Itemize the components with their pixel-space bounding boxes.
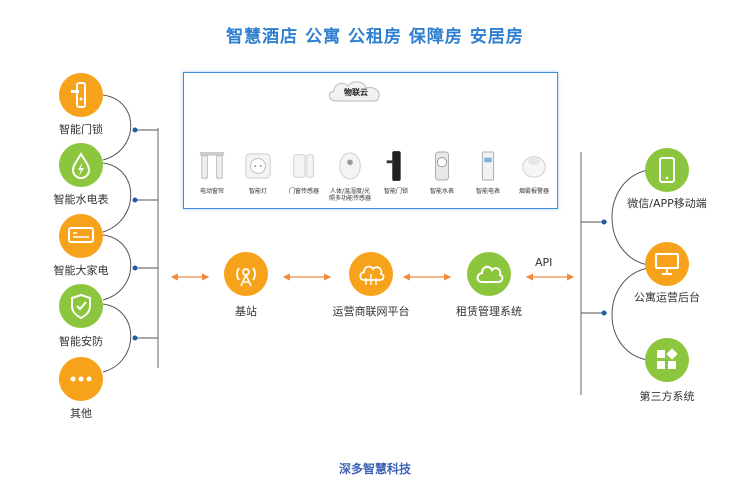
- cloud-device: 智能灯: [235, 148, 281, 195]
- left-device-lock: [59, 73, 103, 117]
- right-label: 微信/APP移动端: [627, 197, 707, 210]
- footer-brand: 深多智慧科技: [338, 462, 411, 476]
- cloud-network-icon: [349, 252, 393, 296]
- left-device-label: 其他: [70, 407, 92, 420]
- cloud-label: 物联云: [344, 88, 368, 97]
- left-device-label: 智能水电表: [53, 193, 109, 206]
- shield-icon: [59, 284, 103, 328]
- multi-sensor-icon: [336, 148, 364, 184]
- more-icon: [59, 357, 103, 401]
- curtain-icon: [198, 148, 226, 184]
- center-node-rental-system: [467, 252, 511, 296]
- right-label: 公寓运营后台: [634, 291, 700, 304]
- left-device-meter: [59, 143, 103, 187]
- right-stubs: [581, 221, 607, 314]
- cloud-device: 烟雾报警器: [511, 148, 557, 195]
- antenna-icon: [224, 252, 268, 296]
- right-node-mobile: [645, 148, 689, 192]
- right-dots: [601, 219, 607, 316]
- left-stubs: [133, 129, 158, 339]
- center-label: 运营商联网平台: [332, 305, 410, 318]
- center-node-base-station: [224, 252, 268, 296]
- door-lock-icon: [382, 148, 410, 184]
- light-socket-icon: [244, 148, 272, 184]
- monitor-icon: [645, 242, 689, 286]
- cloud-device: 智能电表: [465, 148, 511, 195]
- water-drop-icon: [59, 143, 103, 187]
- right-node-backend: [645, 242, 689, 286]
- api-label: API: [535, 256, 553, 269]
- water-meter-icon: [428, 148, 456, 184]
- right-node-third-party: [645, 338, 689, 382]
- left-device-label: 智能门锁: [59, 123, 103, 136]
- center-label: 租赁管理系统: [456, 305, 522, 318]
- left-device-security: [59, 284, 103, 328]
- left-device-label: 智能安防: [59, 335, 103, 348]
- air-conditioner-icon: [59, 214, 103, 258]
- electric-meter-icon: [474, 148, 502, 184]
- cloud-device: 智能水表: [419, 148, 465, 195]
- cloud-device: 门窗传感器: [281, 148, 327, 195]
- left-device-label: 智能大家电: [53, 264, 109, 277]
- cloud-device: 电动窗帘: [189, 148, 235, 195]
- apps-icon: [645, 338, 689, 382]
- cloud-device: 人体/温湿度/光照多功能传感器: [327, 148, 373, 202]
- phone-icon: [645, 148, 689, 192]
- left-device-other: [59, 357, 103, 401]
- cloud-icon: [328, 81, 380, 102]
- page-title: 智慧酒店 公寓 公租房 保障房 安居房: [226, 27, 524, 47]
- left-curves: [102, 94, 132, 373]
- smoke-alarm-icon: [520, 148, 548, 184]
- center-node-carrier-platform: [349, 252, 393, 296]
- left-dots: [132, 127, 138, 341]
- iot-cloud-box: 物联云 电动窗帘 智能灯 门窗传感器 人体/温湿度/光照多功能传感器 智能门锁: [183, 72, 558, 209]
- cloud-device: 智能门锁: [373, 148, 419, 195]
- cloud-icon: [467, 252, 511, 296]
- right-label: 第三方系统: [639, 390, 695, 403]
- left-device-appliance: [59, 214, 103, 258]
- center-label: 基站: [235, 305, 257, 318]
- right-curves: [611, 169, 649, 361]
- door-lock-icon: [59, 73, 103, 117]
- door-sensor-icon: [290, 148, 318, 184]
